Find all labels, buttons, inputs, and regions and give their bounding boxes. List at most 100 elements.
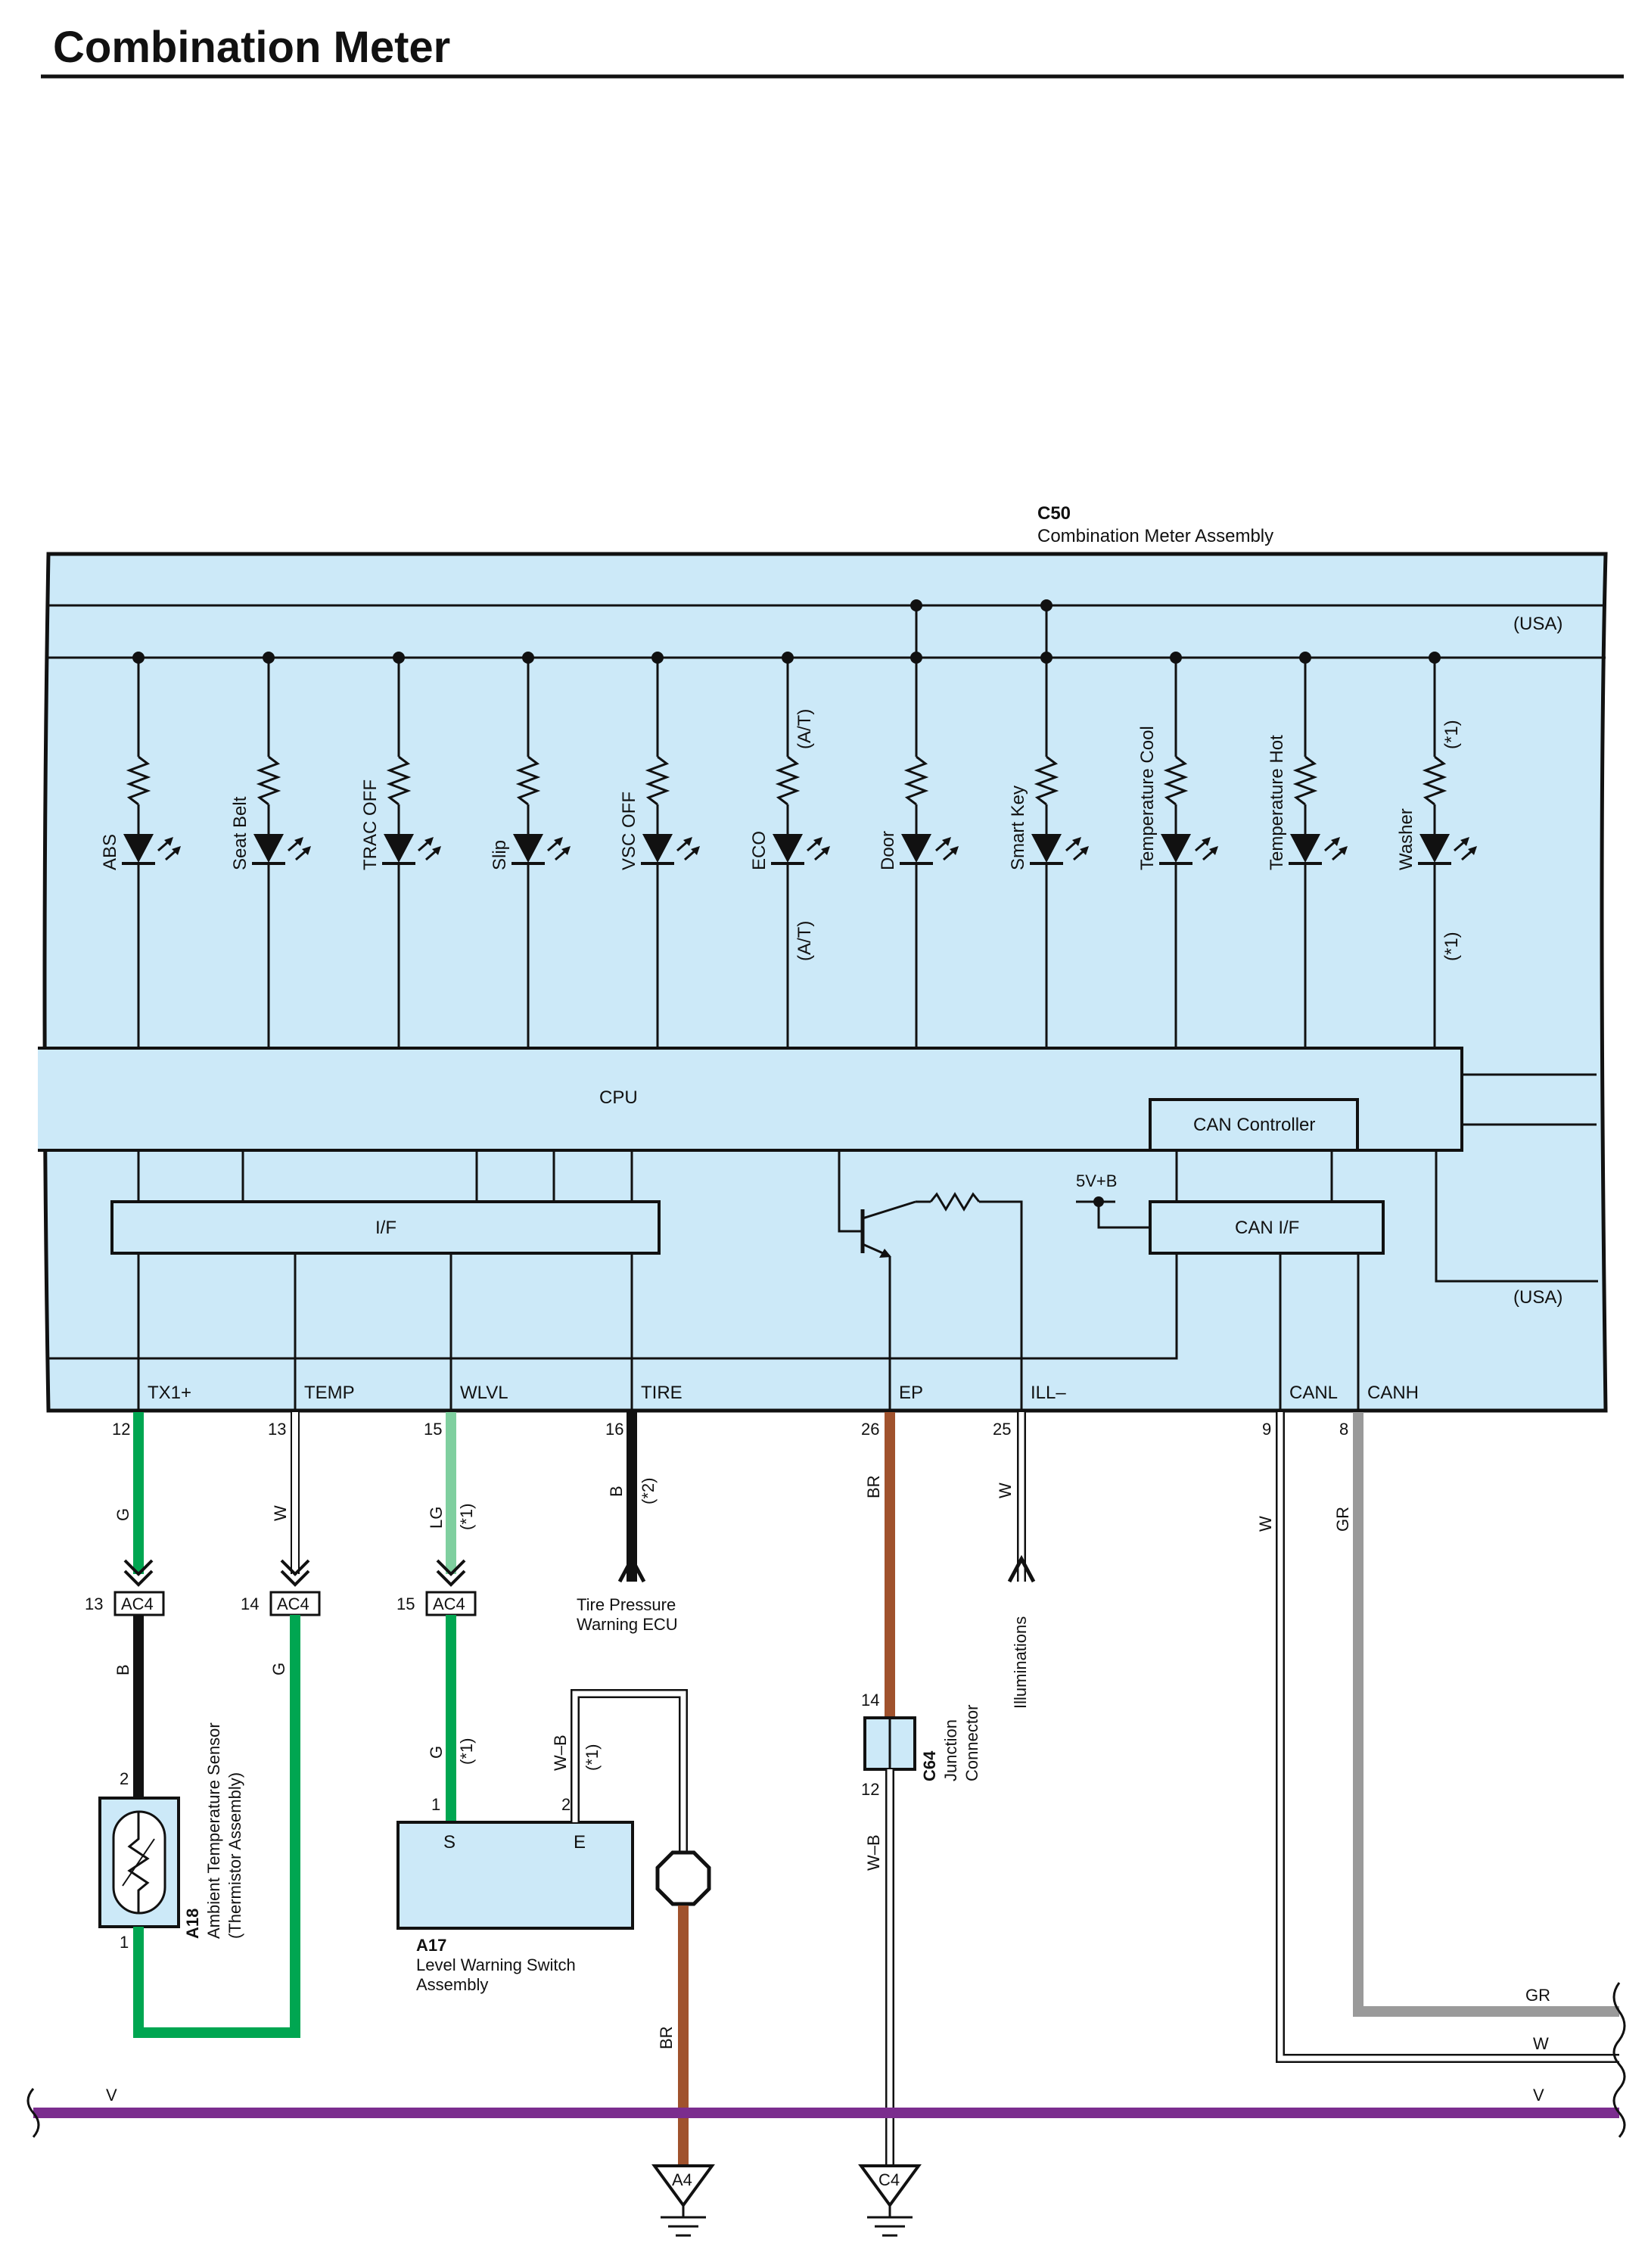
indicator-label: TRAC OFF — [360, 779, 381, 870]
resistor-lead — [979, 1200, 1023, 1411]
led-symbol — [1290, 834, 1320, 863]
page-title: Combination Meter — [53, 23, 450, 72]
ground-code: C4 — [878, 2170, 900, 2189]
indicator-label: ECO — [749, 831, 770, 870]
wire-color-label: LG — [427, 1507, 446, 1529]
supply-label: 5V+B — [1076, 1171, 1117, 1190]
component-name: Junction — [941, 1719, 960, 1781]
led-emission-arrowhead — [561, 846, 571, 855]
indicator-resistor — [1292, 755, 1318, 806]
wire-color-label: BR — [657, 2026, 676, 2049]
pin-number: 13 — [268, 1420, 286, 1439]
indicator-resistor — [1034, 755, 1059, 806]
wire-temp-green-loop — [133, 1615, 300, 2038]
component-name: Ambient Temperature Sensor — [204, 1722, 223, 1939]
indicator-branch: ECO(A/T)(A/T) — [749, 652, 830, 1048]
led-emission-arrowhead — [1468, 846, 1477, 855]
wire-color-label: GR — [1333, 1507, 1352, 1532]
led-symbol — [384, 834, 414, 863]
thermistor-slash — [122, 1838, 155, 1887]
led-emission-arrowhead — [554, 837, 563, 846]
led-emission-arrowhead — [294, 837, 303, 846]
wire-canl-white — [1276, 1412, 1619, 2063]
pin-number: 26 — [861, 1420, 879, 1439]
indicator-label: Door — [878, 831, 898, 870]
break-mark-left — [26, 2088, 40, 2138]
connector-plug — [436, 1559, 466, 1587]
led-emission-arrowhead — [424, 837, 434, 846]
ground-triangle — [858, 2164, 922, 2208]
led-symbol — [1419, 834, 1450, 863]
ground-a4: A4 — [651, 2164, 715, 2237]
transistor-arrow — [879, 1249, 891, 1258]
ecu-name: Warning ECU — [577, 1615, 678, 1634]
terminal-name: TEMP — [304, 1383, 355, 1403]
wire-note: (*1) — [583, 1744, 602, 1771]
can-controller-block — [1149, 1098, 1359, 1152]
led-emission-arrowhead — [164, 837, 173, 846]
led-emission-arrowhead — [432, 846, 441, 855]
led-symbol — [513, 834, 543, 863]
led-emission-arrowhead — [1331, 837, 1340, 846]
component-name: Level Warning Switch — [416, 1955, 576, 1974]
switch-terminal-s: S — [443, 1832, 456, 1853]
pin-number: 2 — [561, 1795, 571, 1814]
indicator-branch: Seat Belt — [230, 652, 311, 1048]
connector-pin: 15 — [396, 1594, 415, 1613]
wire-color-label: W — [271, 1505, 290, 1521]
connector-code: AC4 — [277, 1594, 309, 1613]
indicator-resistor — [645, 755, 670, 806]
bus-label: V — [106, 2086, 117, 2105]
terminal-name: TIRE — [641, 1383, 683, 1403]
connector-pin: 14 — [241, 1594, 259, 1613]
led-symbol — [642, 834, 673, 863]
wire-color-label: G — [113, 1508, 132, 1521]
indicator-label: Smart Key — [1008, 786, 1028, 870]
terminal-row: TX1+ TEMP WLVL TIRE EP ILL– CANL CANH — [137, 1358, 1419, 1411]
wire-canh-gray — [1353, 1412, 1619, 2017]
splice-octagon — [655, 1850, 711, 1906]
ground-code: A4 — [672, 2170, 692, 2189]
indicator-resistor — [515, 755, 541, 806]
led-emission-arrowhead — [942, 837, 951, 846]
terminal-name: CANL — [1289, 1383, 1338, 1403]
wire-color-label: W–B — [551, 1734, 570, 1771]
led-symbol — [253, 834, 284, 863]
led-emission-arrowhead — [1339, 846, 1348, 855]
connector-plug — [123, 1559, 154, 1587]
led-symbol — [773, 834, 803, 863]
led-emission-arrowhead — [1072, 837, 1081, 846]
resistor-symbol — [929, 1192, 981, 1212]
indicator-resistor — [775, 755, 801, 806]
wire-color-label: G — [269, 1663, 288, 1675]
pin-number: 1 — [120, 1933, 129, 1952]
indicator-resistor — [256, 755, 281, 806]
terminal-name: TX1+ — [148, 1383, 191, 1403]
thermistor-resistor — [127, 1812, 150, 1913]
tx-return-line — [48, 1253, 1178, 1360]
connector-code: AC4 — [433, 1594, 465, 1613]
pin-number: 2 — [120, 1769, 129, 1788]
switch-terminal-e: E — [574, 1832, 586, 1853]
indicator-branch: Temperature Hot — [1267, 652, 1348, 1048]
illuminations-label: Illuminations — [1011, 1616, 1030, 1709]
terminal-name: ILL– — [1031, 1383, 1066, 1403]
can-interface-label: CAN I/F — [1235, 1218, 1299, 1238]
led-symbol — [123, 834, 154, 863]
interface-label: I/F — [375, 1218, 396, 1238]
indicator-note: (A/T) — [794, 709, 815, 749]
led-emission-arrowhead — [691, 846, 700, 855]
indicator-branch: TRAC OFF — [360, 652, 441, 1048]
ground-triangle — [651, 2164, 715, 2208]
led-emission-arrowhead — [172, 846, 181, 855]
terminal-name: CANH — [1367, 1383, 1419, 1403]
pin-number: 8 — [1339, 1420, 1348, 1439]
pin-number: 12 — [861, 1780, 879, 1799]
component-name: Connector — [962, 1704, 981, 1781]
indicator-branch: VSC OFF — [619, 652, 700, 1048]
plug-chevron — [123, 1570, 154, 1587]
can-interface-block — [1149, 1200, 1385, 1255]
indicator-label: VSC OFF — [619, 792, 639, 870]
plug-chevron — [280, 1559, 310, 1576]
